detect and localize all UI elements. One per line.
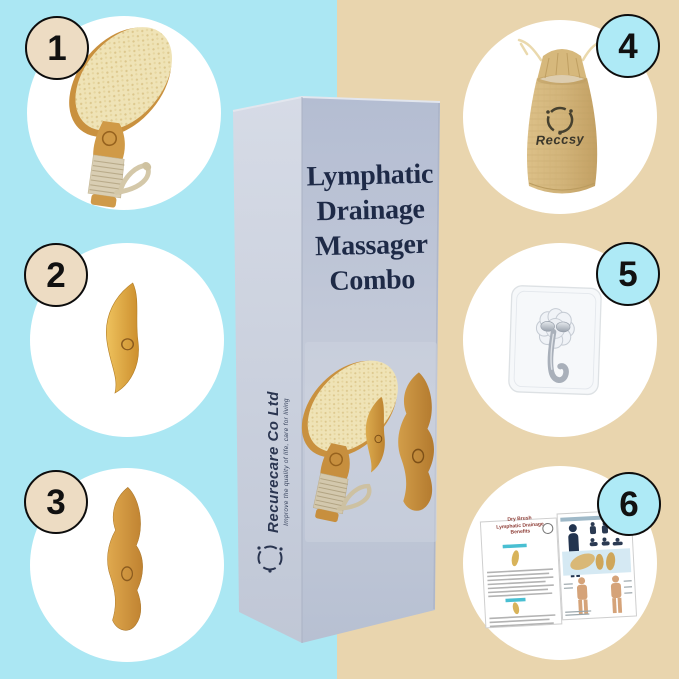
adhesive-hook-shape [508,285,602,396]
item-photo-adhesive-hook [463,243,657,437]
badge-1-number: 1 [47,28,67,68]
badge-3-number: 3 [46,482,66,522]
box-side-face [233,97,302,643]
box-side-logo [257,545,283,573]
number-badge-4: 4 [596,14,660,78]
jute-bag-illustration [517,38,609,194]
badge-4-number: 4 [618,26,638,66]
box-side-tagline: Improve the quality of life, care for li… [282,398,290,526]
badge-2-number: 2 [46,255,66,295]
number-badge-3: 3 [24,470,88,534]
box-photo-small-tool [365,396,385,473]
dry-brush-illustration [69,27,172,208]
number-badge-5: 5 [596,242,660,306]
box-side-brand-name: Recurecare Co Ltd [264,391,282,533]
badge-5-number: 5 [618,254,638,294]
dry-brush-shape [69,27,172,208]
small-gua-sha-shape [106,282,139,394]
small-gua-sha-illustration [106,282,139,394]
box-title-line3: Massager [314,228,429,263]
bag-logo-swirl [546,106,574,135]
box-photo-large-tool [398,372,434,511]
large-massager-illustration [107,487,143,631]
number-badge-1: 1 [25,16,89,80]
large-massager-shape [107,487,143,631]
box-side-branding: Recurecare Co Ltd Improve the quality of… [256,357,298,567]
box-front-title: Lymphatic Drainage Massager Combo [302,156,439,299]
leaflet-text-lines [486,568,554,598]
jute-bag-shape [517,38,609,194]
adhesive-hook-illustration [508,285,602,396]
badge-6-number: 6 [619,484,639,524]
box-title-line2: Drainage [316,193,425,228]
box-title-line1: Lymphatic [306,158,434,193]
box-title-line4: Combo [329,264,416,297]
number-badge-6: 6 [597,472,661,536]
number-badge-2: 2 [24,243,88,307]
